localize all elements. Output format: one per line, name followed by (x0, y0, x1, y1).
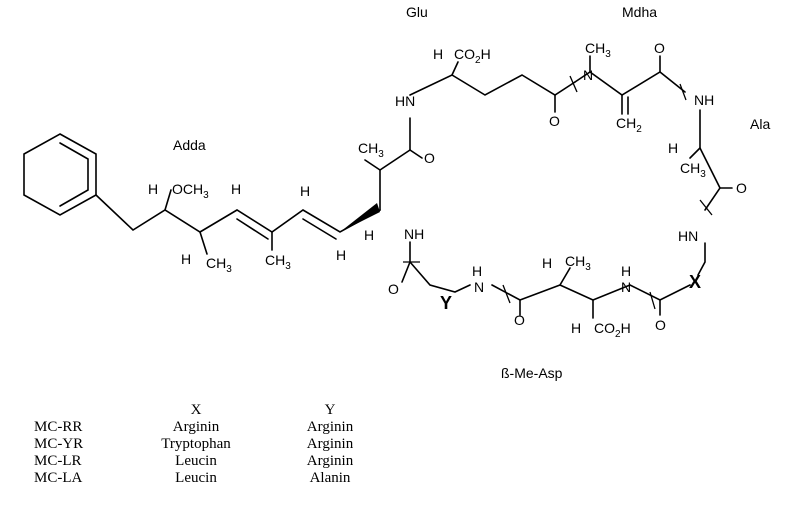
atom-label-ch3-2: CH3 (265, 252, 291, 272)
ala-methyl-bond (689, 147, 701, 159)
adda-methyl-bond-3 (364, 159, 381, 171)
table-header-name (34, 402, 128, 419)
table-row: MC-LR Leucin Arginin (34, 453, 396, 470)
table-row: MC-LA Leucin Alanin (34, 470, 396, 487)
glu-chain (409, 74, 576, 96)
atom-label-ch2: CH2 (616, 115, 642, 135)
separator-x-asp (649, 291, 656, 310)
variant-y: Arginin (306, 419, 354, 435)
separator-asp-y (502, 284, 511, 304)
atom-label-och3: OCH3 (172, 181, 209, 201)
asp-methyl-bond (559, 267, 571, 286)
atom-label-h-7: H (433, 46, 443, 62)
variant-name: MC-LA (34, 470, 83, 486)
atom-label-nh-2: NH (404, 226, 424, 242)
atom-label-h-11: H (571, 320, 581, 336)
atom-label-n: N (583, 67, 593, 83)
separator-mdha-ala (679, 83, 687, 101)
methoxy-bond (164, 189, 172, 211)
variant-x: Arginin (172, 419, 220, 435)
variant-y: Alanin (309, 470, 351, 486)
atom-label-o-6: O (514, 312, 525, 328)
atom-label-co2h: CO2H (454, 46, 491, 66)
atom-label-o-2: O (549, 113, 560, 129)
atom-label-h-10: H (542, 255, 552, 271)
atom-label-ch3-4: CH3 (585, 40, 611, 60)
adda-double-bond (236, 218, 269, 240)
atom-label-h-6: H (364, 227, 374, 243)
atom-label-o-4: O (736, 180, 747, 196)
bond-skeleton (23, 55, 733, 319)
atom-label-h-9: H (472, 263, 482, 279)
separator-ala-x (699, 199, 713, 216)
variant-y: Arginin (306, 436, 354, 452)
variant-name: MC-LR (34, 453, 82, 469)
atom-label-h-4: H (300, 183, 310, 199)
atom-label-co2h-2: CO2H (594, 320, 631, 340)
variant-x: Tryptophan (161, 436, 231, 452)
variant-x: Leucin (175, 453, 217, 469)
ring-separators (403, 75, 713, 310)
y-link-chain (409, 241, 471, 293)
adda-double-bond-2 (302, 218, 337, 240)
adda-methyl-bond (199, 231, 208, 255)
atom-label-o-5: O (388, 281, 399, 297)
atom-label-h: H (148, 181, 158, 197)
variant-x: Leucin (175, 470, 217, 486)
atom-label-ch3-3: CH3 (358, 140, 384, 160)
variable-x: X (689, 272, 701, 292)
atom-label-hn: HN (395, 93, 415, 109)
glu-acid-bond (451, 61, 459, 76)
lower-ring-chain (491, 284, 691, 301)
y-carbonyl (401, 261, 411, 283)
ala-chain (699, 109, 721, 211)
variant-name: MC-YR (34, 436, 84, 452)
table-header-y: Y (324, 402, 336, 418)
segment-label-adda: Adda (173, 137, 206, 153)
variable-y: Y (440, 293, 452, 313)
benzene-ring (23, 133, 97, 216)
atom-label-n-2: N (474, 279, 484, 295)
benzene-inner-bonds (59, 142, 89, 207)
atom-label-o-7: O (655, 317, 666, 333)
carbonyl-bond (409, 149, 423, 159)
adda-chain (95, 194, 381, 233)
variant-name: MC-RR (34, 419, 83, 435)
atom-label-h-2: H (231, 181, 241, 197)
table-header-row: X Y (34, 402, 396, 419)
variant-y: Arginin (306, 453, 354, 469)
wedge-bond (340, 203, 380, 232)
variant-table: X Y MC-RR Arginin Arginin MC-YR Tryptoph… (34, 402, 396, 487)
segment-label-glu: Glu (406, 4, 428, 20)
table-header-x: X (190, 402, 202, 418)
segment-label-ala: Ala (750, 116, 770, 132)
table-row: MC-RR Arginin Arginin (34, 419, 396, 436)
atom-label-h-8: H (668, 140, 678, 156)
atom-label-hn-2: HN (678, 228, 698, 244)
atom-label-h-3: H (181, 251, 191, 267)
ala-nh-bond (697, 242, 706, 276)
atom-labels: H OCH3 H H CH3 CH3 H H H CH3 O HN H CO2H… (148, 40, 747, 340)
separator-glu-mdha (569, 75, 578, 93)
segment-label-me-asp: ß-Me-Asp (501, 365, 563, 381)
atom-label-n-3: N (621, 279, 631, 295)
microcystin-structure: Glu Mdha Ala Adda ß-Me-Asp (23, 4, 770, 381)
atom-label-h-5: H (336, 247, 346, 263)
atom-label-ch3-6: CH3 (565, 253, 591, 273)
table-row: MC-YR Tryptophan Arginin (34, 436, 396, 453)
atom-label-nh: NH (694, 92, 714, 108)
atom-label-o: O (424, 150, 435, 166)
adda-carbonyl-chain (379, 149, 411, 211)
atom-label-h-12: H (621, 263, 631, 279)
segment-labels: Glu Mdha Ala Adda ß-Me-Asp (173, 4, 770, 381)
atom-label-o-3: O (654, 40, 665, 56)
segment-label-mdha: Mdha (622, 4, 657, 20)
atom-label-ch3: CH3 (206, 255, 232, 275)
atom-label-ch3-5: CH3 (680, 160, 706, 180)
